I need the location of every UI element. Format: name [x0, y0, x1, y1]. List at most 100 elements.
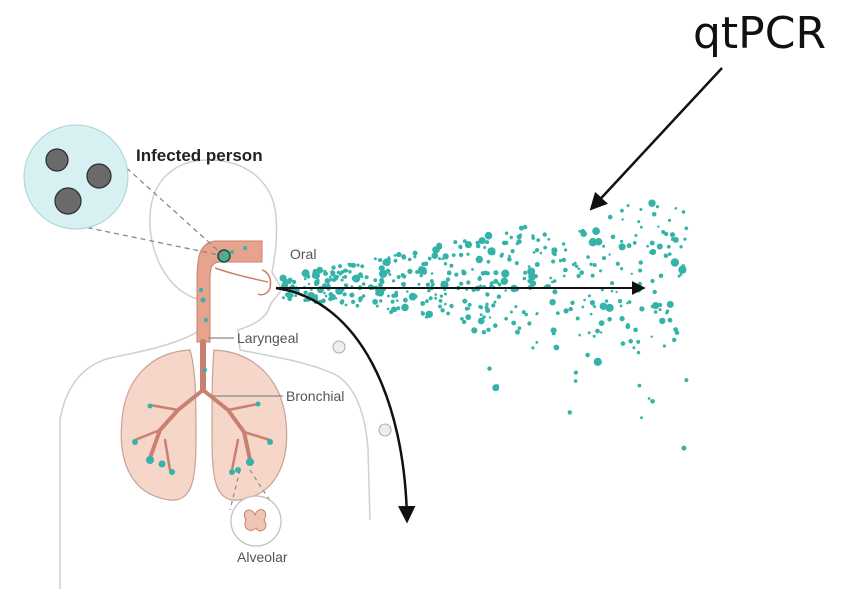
- aerosol-droplet: [434, 293, 437, 296]
- aerosol-droplet: [444, 303, 447, 306]
- aerosol-droplet: [313, 269, 317, 273]
- aerosol-droplet: [372, 299, 378, 305]
- aerosol-droplet: [332, 279, 335, 282]
- aerosol-droplet: [656, 205, 659, 208]
- aerosol-droplet: [635, 284, 637, 286]
- aerosol-droplet: [670, 232, 675, 237]
- aerosol-droplet: [510, 249, 514, 253]
- aerosol-droplet: [639, 260, 643, 264]
- aerosol-droplet: [352, 275, 360, 283]
- aerosol-droplet: [343, 292, 347, 296]
- aerosol-droplet: [387, 295, 390, 298]
- aerosol-droplet: [683, 238, 686, 241]
- aerosol-droplet: [440, 295, 443, 298]
- aerosol-droplet: [379, 278, 384, 283]
- aerosol-droplet: [535, 248, 539, 252]
- aerosol-droplet: [563, 268, 568, 273]
- aerosol-droplet: [340, 300, 344, 304]
- aerosol-droplet: [605, 299, 608, 302]
- aerosol-droplet: [574, 379, 578, 383]
- aerosol-droplet: [468, 303, 472, 307]
- aerosol-droplet: [652, 212, 657, 217]
- aerosol-droplet: [420, 274, 423, 277]
- aerosol-droplet: [588, 294, 591, 297]
- aerosol-droplet: [446, 277, 450, 281]
- aerosol-droplet: [308, 283, 310, 285]
- aerosol-droplet: [590, 300, 595, 305]
- aerosol-droplet: [471, 268, 474, 271]
- aerosol-droplet: [678, 266, 686, 274]
- aerosol-droplet: [379, 299, 382, 302]
- aerosol-droplet: [376, 305, 379, 308]
- aerosol-droplet: [409, 293, 417, 301]
- aerosol-droplet: [510, 311, 513, 314]
- aerosol-droplet: [431, 272, 434, 275]
- aerosol-droplet: [388, 273, 391, 276]
- aerosol-droplet: [586, 255, 590, 259]
- aerosol-droplet: [648, 397, 651, 400]
- aerosol-droplet: [673, 327, 678, 332]
- aerosol-droplet: [664, 254, 669, 259]
- aerosol-droplet: [485, 308, 490, 313]
- aerosol-droplet: [338, 264, 342, 268]
- aerosol-droplet: [504, 289, 507, 292]
- aerosol-droplet: [454, 273, 458, 277]
- aerosol-droplet: [578, 267, 581, 270]
- aerosol-droplet: [325, 278, 331, 284]
- aerosol-droplet: [564, 248, 567, 251]
- aerosol-droplet: [339, 273, 342, 276]
- aerosol-droplet: [445, 283, 448, 286]
- aerosol-droplet: [562, 258, 566, 262]
- aerosol-droplet: [668, 318, 673, 323]
- aerosol-droplet: [607, 317, 612, 322]
- aerosol-droplet: [330, 272, 335, 277]
- aerosol-droplet: [396, 299, 399, 302]
- label-alveolar: Alveolar: [237, 549, 288, 565]
- aerosol-droplet: [431, 283, 435, 287]
- label-laryngeal: Laryngeal: [237, 330, 299, 346]
- aerosol-droplet: [505, 232, 508, 235]
- aerosol-droplet: [570, 301, 574, 305]
- aerosol-droplet: [387, 308, 390, 311]
- aerosol-droplet: [440, 308, 444, 312]
- aerosol-droplet: [620, 267, 623, 270]
- aerosol-droplet: [551, 260, 555, 264]
- aerosol-droplet: [510, 236, 513, 239]
- aerosol-droplet: [413, 251, 418, 256]
- aerosol-droplet: [638, 282, 642, 286]
- aerosol-droplet: [514, 305, 517, 308]
- figure-title: Infected person: [136, 146, 263, 166]
- aerosol-droplet: [396, 252, 401, 257]
- aerosol-droplet: [449, 304, 453, 308]
- aerosol-droplet: [491, 303, 495, 307]
- aerosol-droplet: [351, 300, 355, 304]
- aerosol-droplet: [594, 358, 602, 366]
- aerosol-droplet: [578, 230, 581, 233]
- aerosol-droplet: [575, 265, 578, 268]
- aerosol-droplet: [559, 259, 562, 262]
- aerosol-droplet: [515, 330, 520, 335]
- aerosol-droplet: [531, 346, 534, 349]
- aerosol-droplet: [675, 207, 678, 210]
- aerosol-droplet: [480, 313, 483, 316]
- aerosol-droplet: [634, 234, 637, 237]
- aerosol-droplet: [663, 344, 666, 347]
- aerosol-droplet: [430, 279, 434, 283]
- aerosol-droplet: [421, 312, 425, 316]
- aerosol-droplet: [479, 306, 483, 310]
- aerosol-droplet: [535, 262, 540, 267]
- aerosol-droplet: [341, 279, 344, 282]
- aerosol-droplet: [391, 294, 395, 298]
- aerosol-droplet: [543, 246, 547, 250]
- aerosol-droplet: [462, 320, 466, 324]
- aerosol-droplet: [482, 330, 486, 334]
- aerosol-droplet: [638, 384, 642, 388]
- aerosol-droplet: [406, 290, 409, 293]
- aerosol-droplet: [536, 238, 540, 242]
- aerosol-droplet: [446, 312, 450, 316]
- aerosol-droplet: [392, 279, 395, 282]
- aerosol-droplet: [288, 278, 293, 283]
- aerosol-droplet: [330, 295, 332, 297]
